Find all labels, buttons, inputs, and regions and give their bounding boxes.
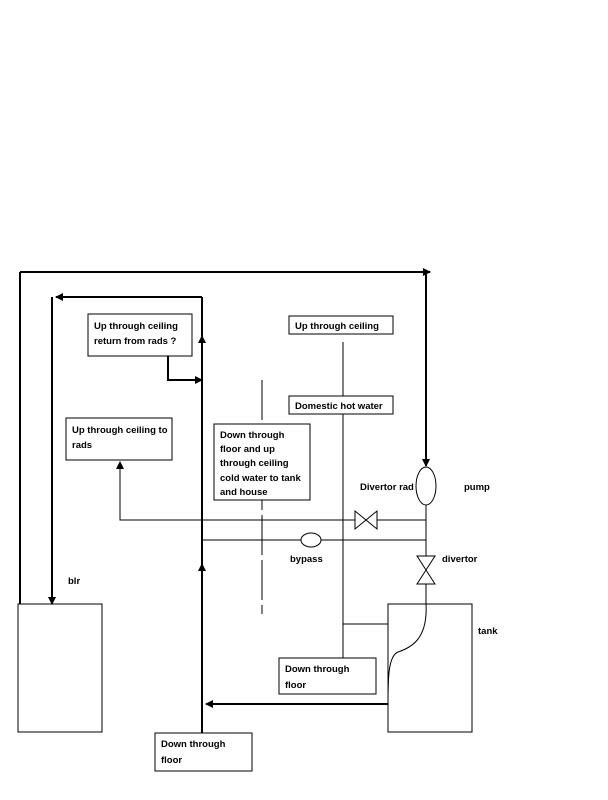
- label-ceiling-rads: Up through ceiling to rads: [65, 417, 173, 461]
- boiler-box: [17, 603, 103, 733]
- svg-text:Up through ceiling: Up through ceiling: [295, 321, 379, 332]
- svg-text:and house: and house: [220, 487, 268, 498]
- svg-text:through ceiling: through ceiling: [220, 458, 289, 469]
- label-blr: blr: [68, 576, 80, 587]
- svg-text:Up through ceiling: Up through ceiling: [94, 321, 178, 332]
- label-pump: pump: [464, 482, 490, 493]
- label-down-floor-right: Down through floor: [278, 657, 377, 695]
- svg-text:cold water to tank: cold water to tank: [220, 473, 301, 484]
- label-tank: tank: [478, 626, 498, 637]
- return-from-rads-connector: [167, 356, 203, 384]
- label-down-floor-bottom: Down through floor: [154, 732, 253, 772]
- label-bypass: bypass: [290, 554, 323, 565]
- svg-text:Down through: Down through: [285, 664, 350, 675]
- bypass-valve-icon: [300, 532, 322, 548]
- label-divertor-rad: Divertor rad: [360, 482, 414, 493]
- svg-text:return from rads ?: return from rads ?: [94, 336, 177, 347]
- pump-icon: [415, 466, 437, 506]
- top-flow-loop: [19, 268, 431, 604]
- label-divertor: divertor: [442, 554, 478, 565]
- svg-text:rads: rads: [72, 440, 92, 451]
- up-to-rads-line: [116, 461, 202, 521]
- svg-text:Down through: Down through: [220, 430, 285, 441]
- dhw-pipe: [342, 342, 388, 694]
- label-down-floor-center: Down through floor and up through ceilin…: [213, 423, 311, 501]
- label-ceiling-top: Up through ceiling: [288, 315, 394, 335]
- label-dhw: Domestic hot water: [288, 395, 394, 415]
- tank-box: [387, 603, 473, 733]
- divertor-valve-icon: [416, 555, 436, 585]
- boiler-return-line: [48, 293, 202, 605]
- divertor-rad-valve-icon: [354, 509, 378, 531]
- svg-text:Up through ceiling to: Up through ceiling to: [72, 425, 168, 436]
- pump-to-tank-pipe: [387, 505, 427, 705]
- label-ceiling-return: Up through ceiling return from rads ?: [87, 313, 193, 357]
- svg-text:floor: floor: [285, 680, 306, 691]
- svg-text:Domestic hot water: Domestic hot water: [295, 401, 383, 412]
- svg-text:floor and up: floor and up: [220, 444, 275, 455]
- svg-text:Down through: Down through: [161, 739, 226, 750]
- svg-text:floor: floor: [161, 755, 182, 766]
